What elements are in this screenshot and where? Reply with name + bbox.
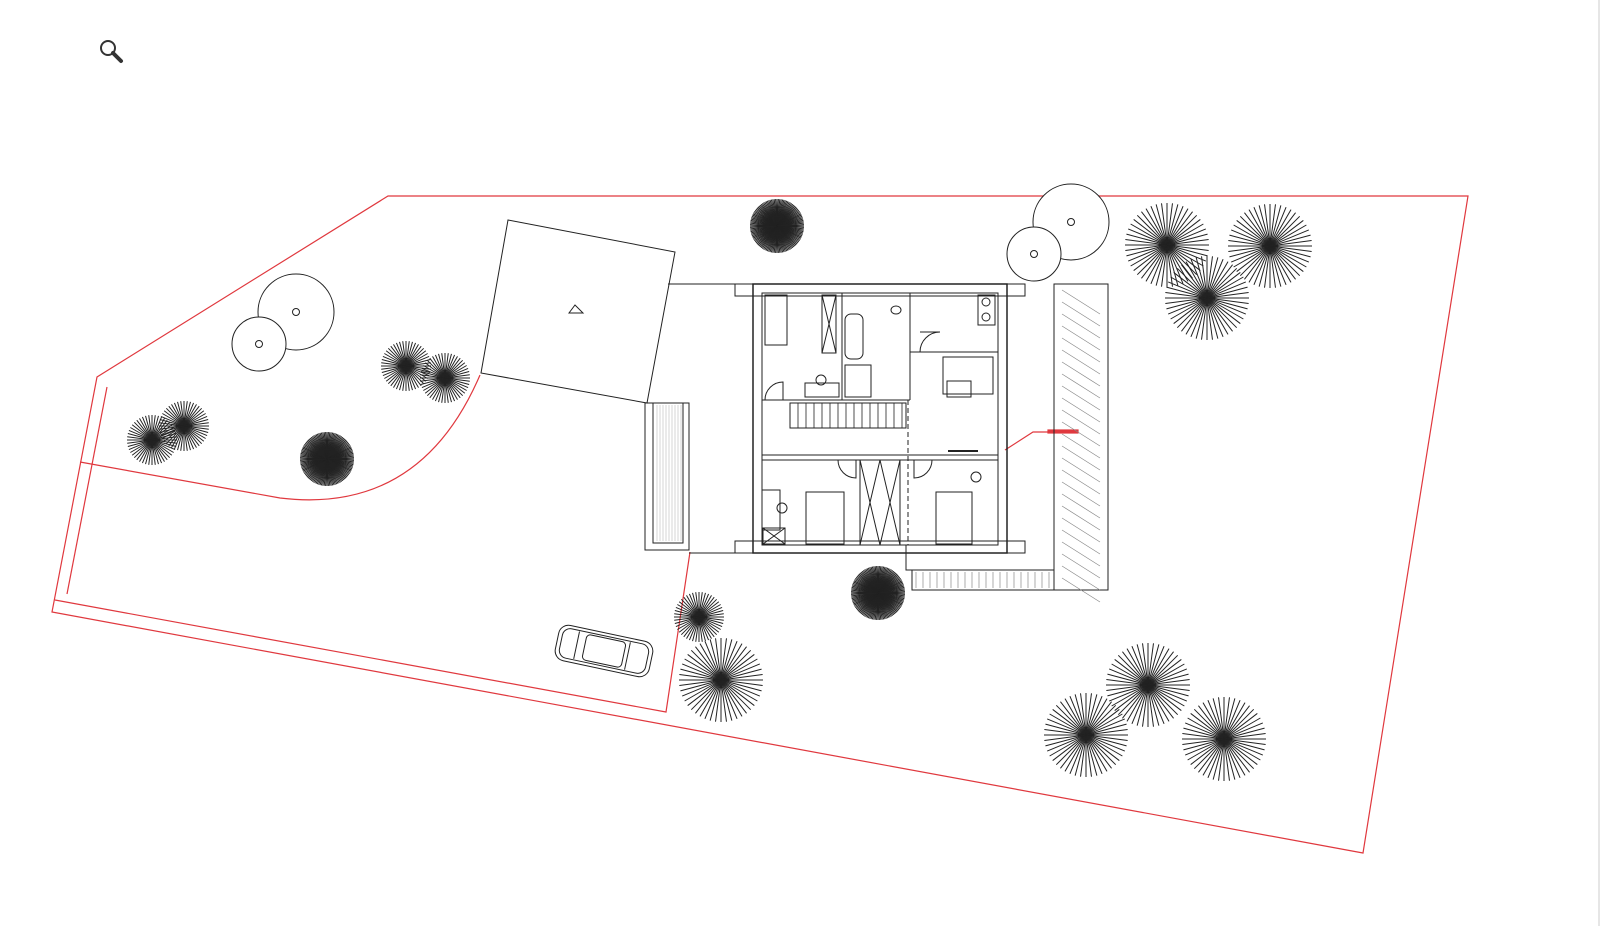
terrace-right [1053, 283, 1109, 603]
house-floorplan [734, 283, 1026, 554]
tree-starburst-icon [851, 566, 905, 620]
connection-line [1004, 431, 1048, 451]
tree-circle-icon [1006, 226, 1062, 282]
left-deck [644, 402, 690, 551]
tree-starburst-icon [1182, 697, 1266, 781]
garden-edge [79, 374, 481, 501]
tree-circle-icon [231, 316, 287, 372]
tree-starburst-icon [159, 401, 209, 451]
property-boundary [51, 195, 1469, 854]
roof-ridge-marker [568, 304, 585, 314]
tree-starburst-icon [300, 432, 354, 486]
tree-starburst-icon [1228, 204, 1312, 288]
bed-right [935, 491, 973, 545]
kitchen [942, 356, 994, 395]
staircase [789, 402, 907, 429]
bathtub [844, 313, 864, 360]
magnifier-icon [100, 40, 123, 63]
driveway-edge [54, 551, 691, 713]
tree-starburst-icon [1165, 256, 1249, 340]
tree-starburst-icon [674, 592, 724, 642]
tree-starburst-icon [1106, 643, 1190, 727]
terrace-bottom [911, 569, 1055, 591]
bed-left [805, 491, 845, 545]
toilet [890, 305, 902, 315]
buildings [480, 219, 1109, 603]
tree-starburst-icon [679, 638, 763, 722]
tree-starburst-icon [750, 199, 804, 253]
tree-starburst-icon [1044, 693, 1128, 777]
utility-connection [1047, 429, 1079, 434]
tree-starburst-icon [420, 353, 470, 403]
trees [127, 183, 1312, 781]
car [554, 624, 654, 678]
garage-roof [480, 219, 676, 404]
scrollbar[interactable] [1598, 0, 1600, 926]
tree-starburst-icon [1125, 203, 1209, 287]
zoom-button[interactable] [98, 38, 126, 66]
tree-starburst-icon [127, 415, 177, 465]
